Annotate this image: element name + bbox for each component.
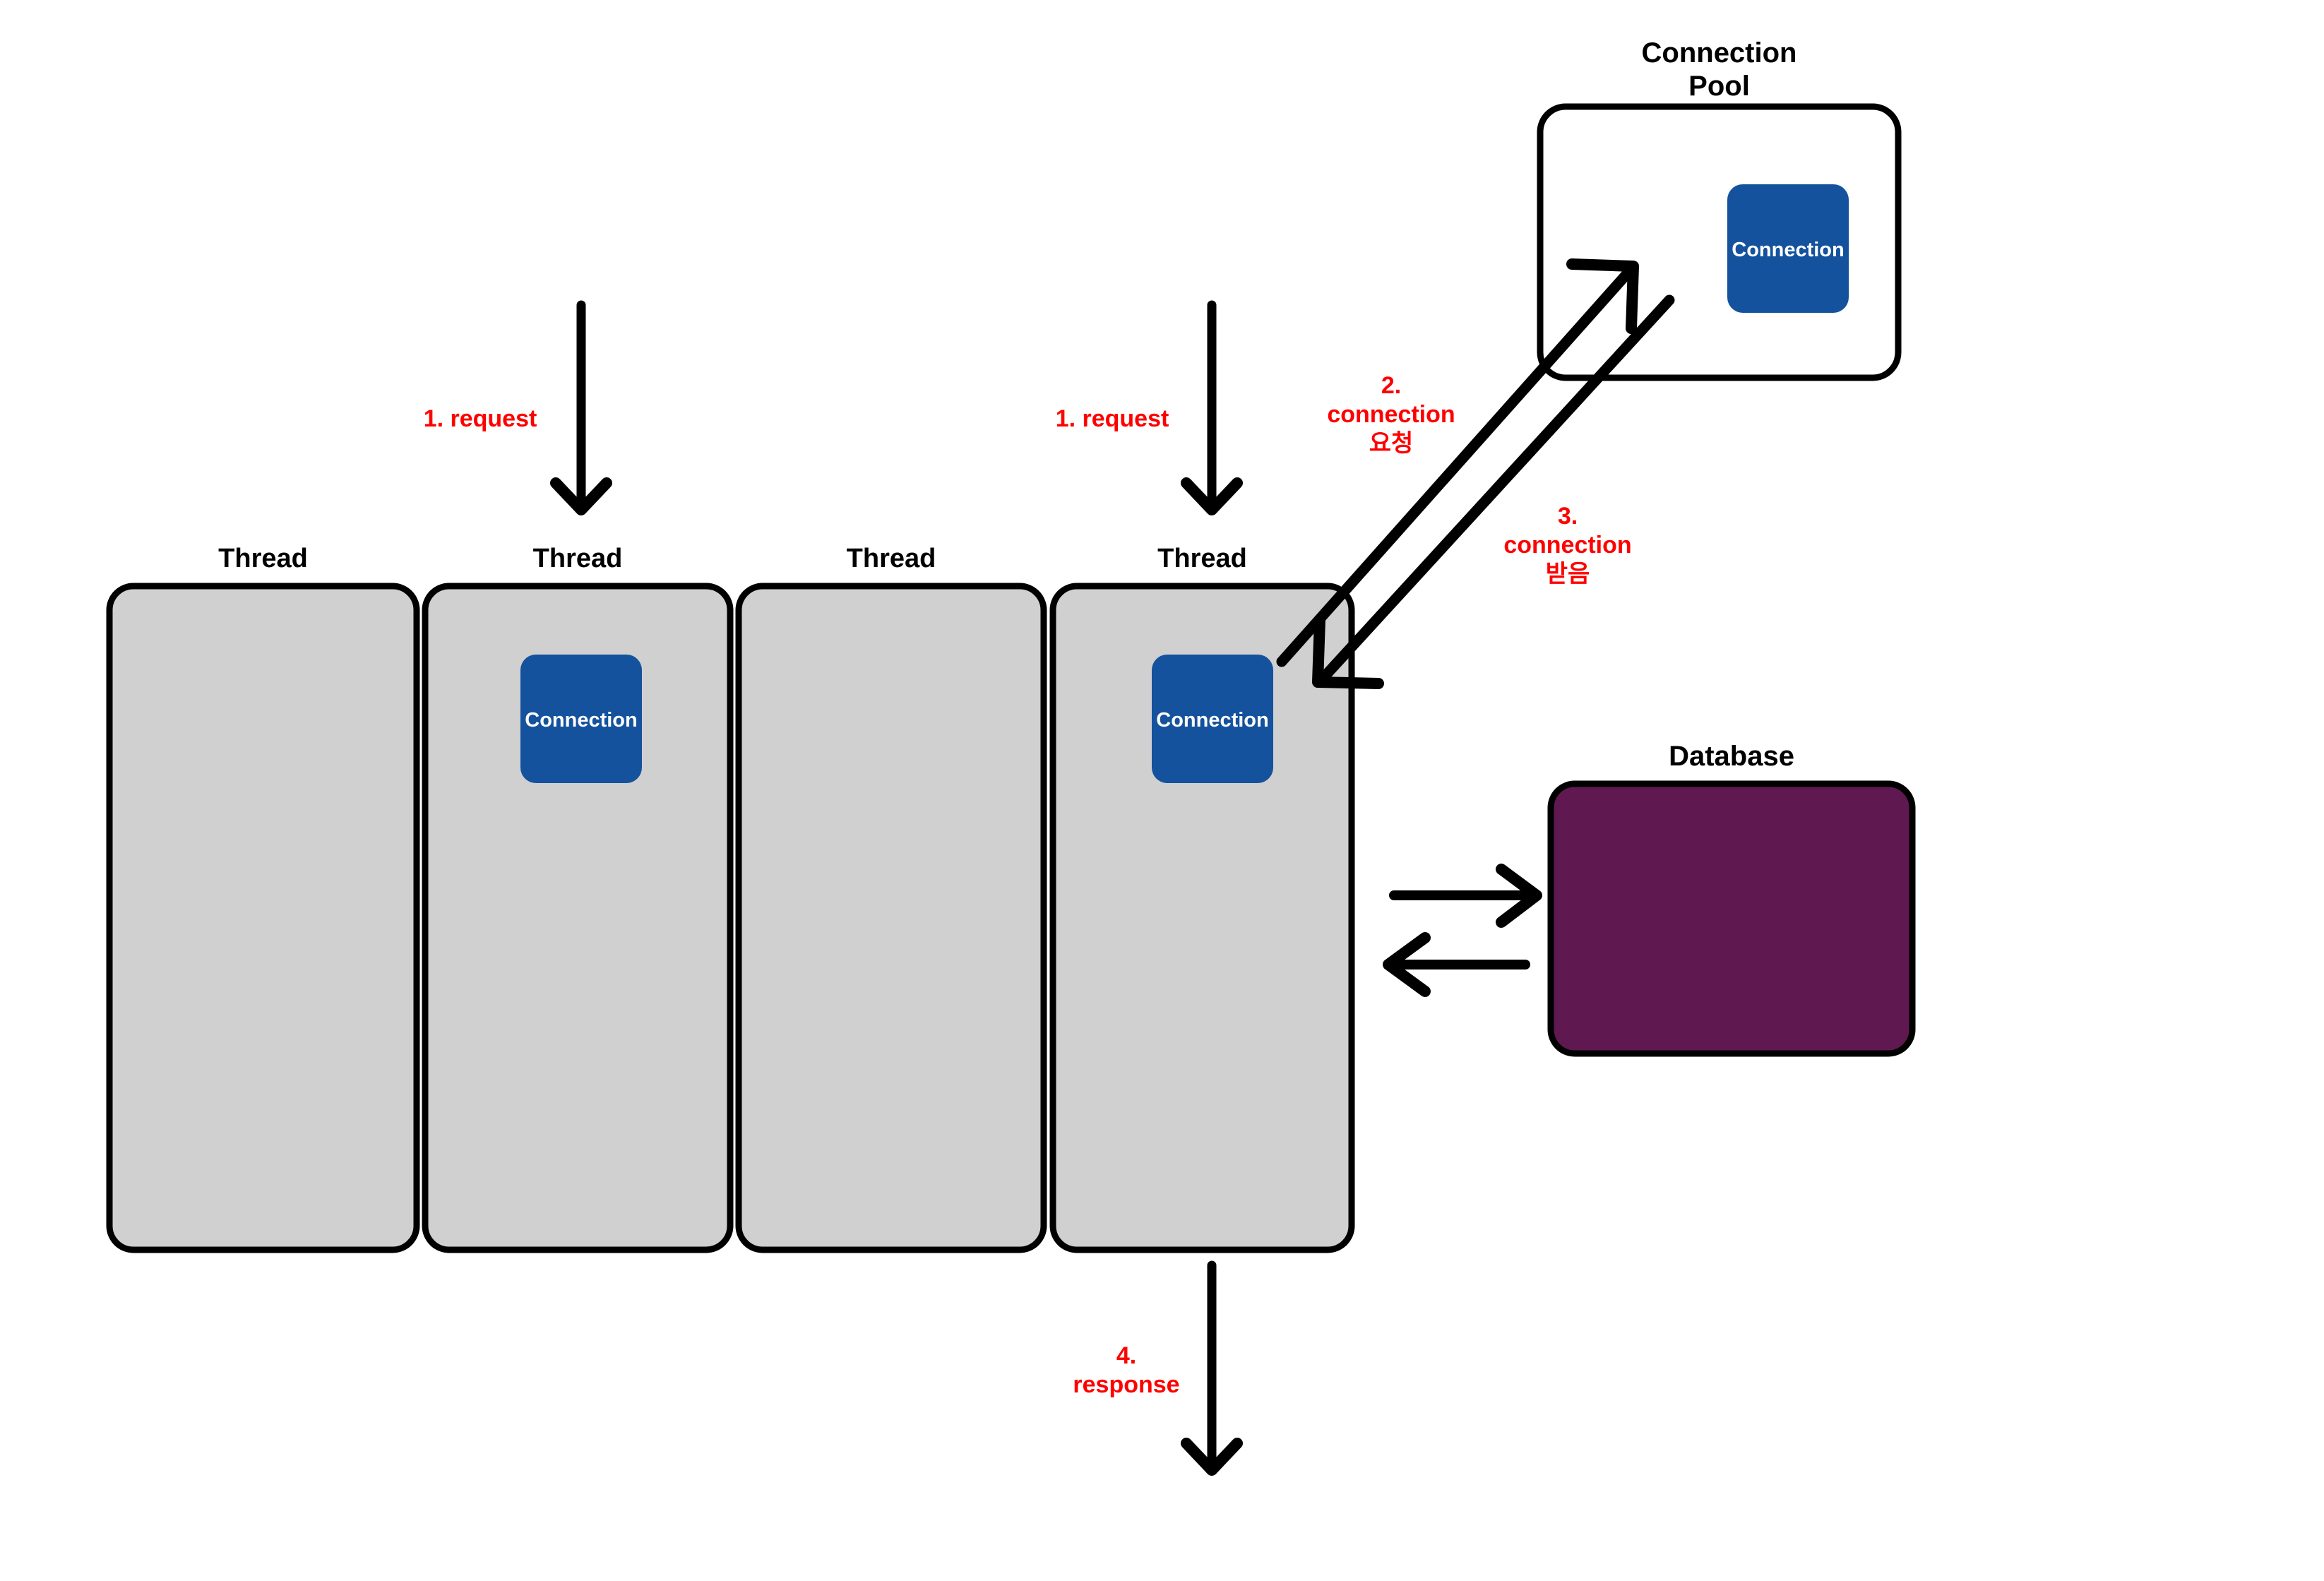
- database-title: Database: [1669, 741, 1794, 772]
- annotation-step-3-connection-received: 3. connection 받음: [1503, 503, 1632, 587]
- response-arrow: [1181, 1260, 1243, 1476]
- thread-box-1[interactable]: [106, 583, 420, 1253]
- thread-title-1: Thread: [218, 544, 308, 573]
- thread-title-3: Thread: [846, 544, 936, 573]
- request-arrow-thread2: [550, 300, 612, 515]
- connection-receive-arrow: [1312, 294, 1675, 689]
- db-result-arrow: [1383, 932, 1530, 997]
- annotation-step-4-response: 4. response: [1073, 1342, 1180, 1398]
- db-query-arrow: [1389, 864, 1542, 928]
- connection-request-arrow: [1276, 258, 1639, 667]
- connection-pool-title: Connection Pool: [1641, 37, 1797, 102]
- connection-chip-thread4-label: Connection: [1156, 709, 1269, 732]
- thread-box-2[interactable]: [422, 583, 734, 1253]
- connection-chip-pool-label: Connection: [1732, 239, 1845, 261]
- connection-chip-pool[interactable]: [1727, 184, 1849, 313]
- request-arrow-thread4: [1181, 300, 1243, 515]
- thread-box-3[interactable]: [735, 583, 1047, 1253]
- annotation-step-1-request-thread2: 1. request: [423, 405, 537, 432]
- connection-chip-thread4[interactable]: [1152, 655, 1273, 783]
- connection-chip-thread2[interactable]: [520, 655, 642, 783]
- thread-box-4[interactable]: [1049, 583, 1355, 1253]
- thread-title-4: Thread: [1157, 544, 1247, 573]
- connection-chip-thread2-label: Connection: [525, 709, 638, 732]
- database-box[interactable]: [1547, 780, 1916, 1057]
- thread-title-2: Thread: [532, 544, 623, 573]
- annotation-step-2-connection-request: 2. connection 요청: [1327, 372, 1455, 457]
- annotation-step-1-request-thread4: 1. request: [1055, 405, 1169, 432]
